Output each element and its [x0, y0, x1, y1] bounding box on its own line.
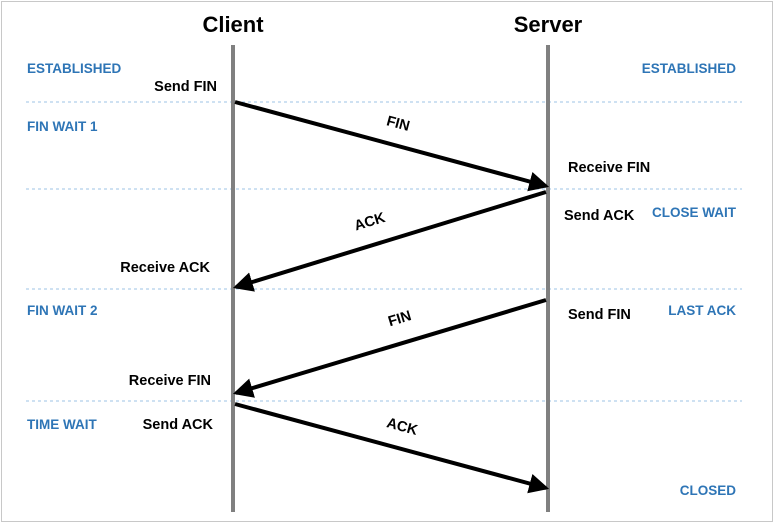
- fin-arrow-client-to-server: [234, 100, 550, 192]
- client-state-fin-wait-2: FIN WAIT 2: [27, 303, 98, 318]
- ack-label-1: ACK: [352, 210, 387, 235]
- server-state-closed: CLOSED: [680, 483, 737, 498]
- client-state-established: ESTABLISHED: [27, 61, 122, 76]
- server-state-last-ack: LAST ACK: [668, 303, 736, 318]
- client-state-fin-wait-1: FIN WAIT 1: [27, 119, 98, 134]
- ack-arrow-server-to-client: [232, 190, 547, 292]
- server-action-receive-fin: Receive FIN: [568, 160, 650, 176]
- ack-label-2: ACK: [385, 415, 420, 439]
- server-action-send-ack: Send ACK: [564, 208, 635, 224]
- ack-arrow-client-to-server: [234, 402, 550, 494]
- fin-label-2: FIN: [386, 308, 413, 330]
- client-action-send-ack: Send ACK: [143, 417, 214, 433]
- client-action-receive-ack: Receive ACK: [120, 260, 210, 276]
- server-action-send-fin: Send FIN: [568, 307, 631, 323]
- fin-arrow-server-to-client: [232, 298, 547, 398]
- fin-label-1: FIN: [385, 113, 412, 135]
- client-action-send-fin: Send FIN: [154, 79, 217, 95]
- server-header: Server: [514, 12, 583, 37]
- client-action-receive-fin: Receive FIN: [129, 373, 211, 389]
- server-state-close-wait: CLOSE WAIT: [652, 205, 737, 220]
- client-state-time-wait: TIME WAIT: [27, 417, 97, 432]
- server-state-established: ESTABLISHED: [642, 61, 737, 76]
- client-header: Client: [202, 12, 264, 37]
